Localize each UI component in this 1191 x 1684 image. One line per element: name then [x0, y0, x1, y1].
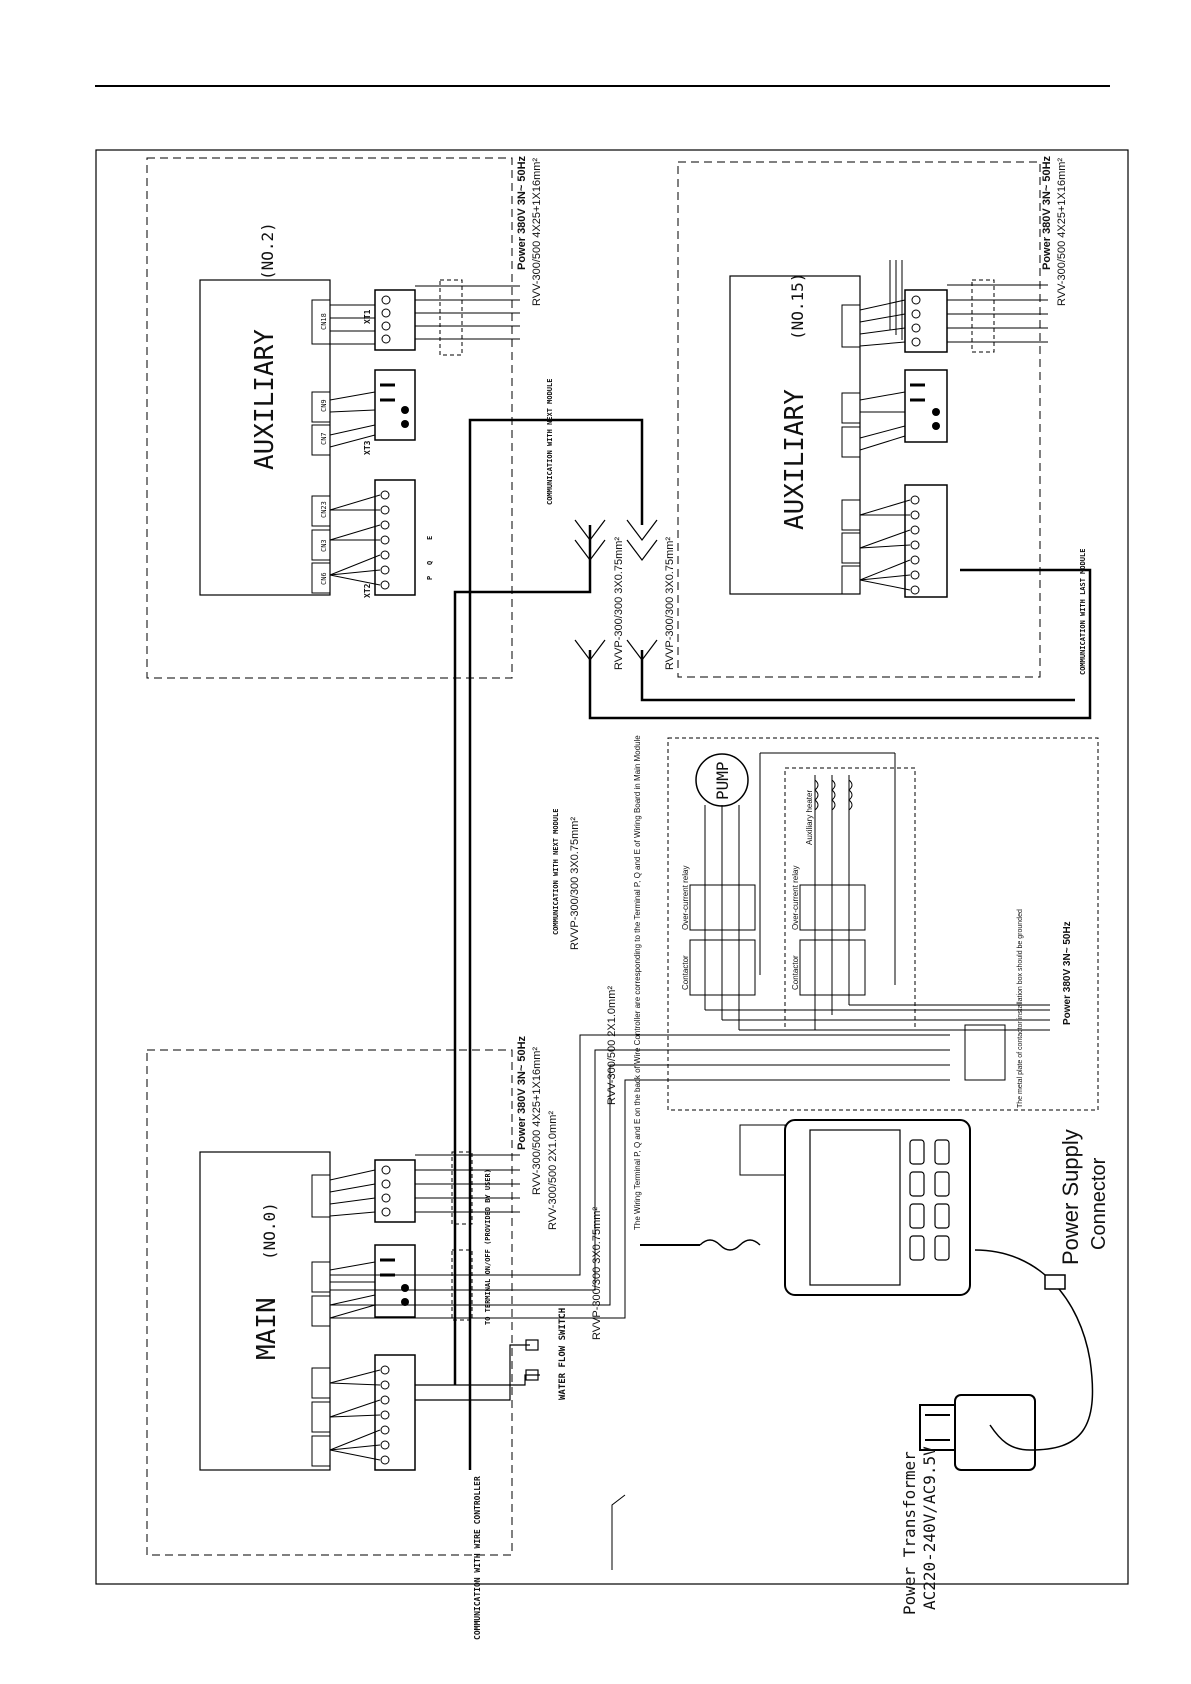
- main-xt1: [374, 1159, 416, 1223]
- aux2-xt2: [374, 479, 416, 596]
- over-current-relay-label-2: Over-current relay: [791, 866, 800, 930]
- svg-text:CN6: CN6: [320, 572, 328, 585]
- main-power-label: Power 380V 3N~ 50Hz: [516, 1035, 528, 1150]
- pump-box: PUMP Over-current relay Contactor Over-c…: [606, 752, 1073, 1108]
- svg-text:XT2: XT2: [363, 583, 372, 598]
- next-module-label: COMMUNICATION WITH NEXT MODULE: [546, 379, 554, 505]
- svg-text:P: P: [426, 576, 434, 580]
- rvvp-cable-3: RVVP-300/300 3X0.75mm²: [569, 817, 581, 950]
- aux15-xt1: [904, 289, 948, 353]
- power-supply-connector-icon: [1044, 1274, 1066, 1290]
- svg-text:XT3: XT3: [363, 440, 372, 455]
- connector-label: Connector: [1088, 1157, 1110, 1250]
- controller-note: The Wiring Terminal P, Q and E on the ba…: [633, 735, 642, 1230]
- svg-text:Q: Q: [426, 561, 434, 565]
- svg-text:XT1: XT1: [363, 309, 372, 324]
- rvvp-cable-4: RVVP-300/300 3X0.75mm²: [591, 1207, 603, 1340]
- aux2-power-cable: RVV-300/500 4X25+1X16mm²: [531, 158, 543, 306]
- aux-heater-label: Auxiliary heater: [805, 790, 814, 845]
- svg-text:CN9: CN9: [320, 399, 328, 412]
- aux15-board: AUXILIARY (NO.15): [729, 155, 1068, 598]
- main-board: MAIN (NO.0): [199, 1035, 559, 1640]
- main-boundary: [146, 1049, 513, 1556]
- to-terminal-label: TO TERMINAL ON/OFF (PROVIDED BY USER): [484, 1169, 492, 1325]
- contactor-label-2: Contactor: [791, 955, 800, 990]
- last-module-label: COMMUNICATION WITH LAST MODULE: [1079, 549, 1087, 675]
- wire-controller: [640, 1119, 971, 1296]
- pump-2x1-cable: RVV-300/500 2X1.0mm²: [606, 986, 618, 1105]
- rvvp-cable-1: RVVP-300/300 3X0.75mm²: [613, 537, 625, 670]
- pump-label: PUMP: [713, 761, 732, 800]
- aux2-number: (NO.2): [258, 222, 277, 280]
- main-2x1-cable: RVV-300/500 2X1.0mm²: [547, 1111, 559, 1230]
- over-current-relay-label-1: Over-current relay: [681, 866, 690, 930]
- aux15-xt3: [904, 369, 948, 443]
- ground-symbol: [964, 1024, 1006, 1081]
- controller-power-cable: [974, 1249, 1094, 1451]
- aux2-xt1: [374, 289, 416, 351]
- svg-text:CN18: CN18: [320, 313, 328, 330]
- power-supply-label: Power Supply: [1058, 1129, 1083, 1265]
- diagram-frame: [95, 149, 1129, 1585]
- aux2-xt3: [374, 369, 416, 441]
- aux2-power-label: Power 380V 3N~ 50Hz: [516, 155, 528, 270]
- controller-lead: [611, 1494, 626, 1570]
- water-flow-switch-label: WATER FLOW SWITCH: [558, 1308, 568, 1400]
- svg-text:CN7: CN7: [320, 432, 328, 445]
- aux15-boundary: [677, 161, 1041, 678]
- aux2-board: AUXILIARY (NO.2) CN18 CN9 CN7 CN23 CN3 C…: [199, 155, 543, 598]
- transformer-spec: AC220-240V/AC9.5V: [920, 1446, 939, 1610]
- pump-box-boundary: [667, 737, 1099, 1111]
- aux2-boundary: [146, 157, 513, 679]
- main-xt3: [374, 1244, 416, 1318]
- main-title: MAIN: [252, 1297, 282, 1360]
- main-to-pump-wires: [330, 1034, 950, 1319]
- transformer-icon: [919, 1394, 1036, 1471]
- main-xt2: [374, 1354, 416, 1471]
- rvvp-cable-2: RVVP-300/300 3X0.75mm²: [664, 537, 676, 670]
- aux15-power-label: Power 380V 3N~ 50Hz: [1041, 155, 1053, 270]
- next-module-label-main: COMMUNICATION WITH NEXT MODULE: [552, 809, 560, 935]
- aux15-number: (NO.15): [788, 273, 807, 340]
- wire-controller-comm-label: COMMUNICATION WITH WIRE CONTROLLER: [473, 1476, 482, 1640]
- ground-note: The metal plate of contactor installatio…: [1017, 909, 1024, 1108]
- svg-text:CN23: CN23: [320, 501, 328, 518]
- aux15-power-cable: RVV-300/500 4X25+1X16mm²: [1056, 158, 1068, 306]
- contactor-label-1: Contactor: [681, 955, 690, 990]
- main-power-cable: RVV-300/500 4X25+1X16mm²: [531, 1047, 543, 1195]
- aux15-title: AUXILIARY: [780, 389, 810, 530]
- water-flow-switch: [415, 1339, 540, 1401]
- comm-cables: [453, 418, 1092, 1470]
- pump-power-label: Power 380V 3N~ 50Hz: [1062, 921, 1073, 1025]
- svg-text:CN3: CN3: [320, 539, 328, 552]
- main-number: (NO.0): [260, 1202, 279, 1260]
- svg-text:E: E: [426, 536, 434, 540]
- transformer-label: Power Transformer: [900, 1451, 919, 1615]
- aux2-title: AUXILIARY: [250, 329, 280, 470]
